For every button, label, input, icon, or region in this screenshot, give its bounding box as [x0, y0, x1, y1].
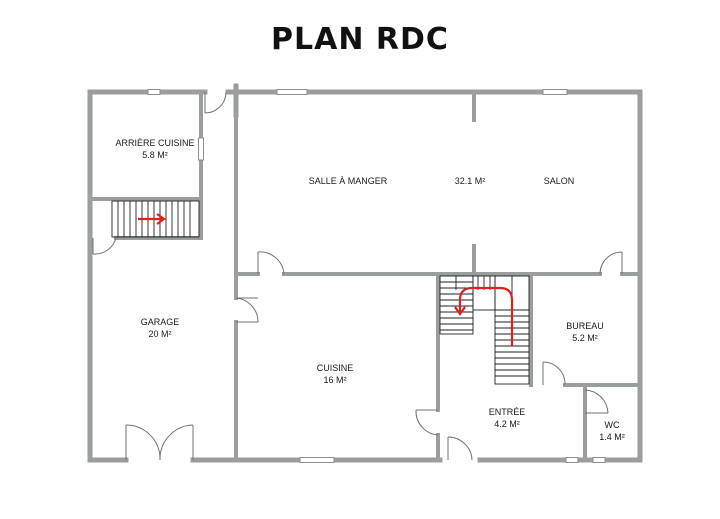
room-name-bureau: BUREAU — [566, 321, 604, 331]
window — [542, 89, 568, 95]
room-name-salle-a-manger: SALLE À MANGER — [309, 176, 388, 186]
room-area-bureau: 5.2 M² — [572, 333, 598, 343]
room-area-sejour: 32.1 M² — [455, 176, 486, 186]
stairs-arriere-cuisine — [111, 200, 200, 238]
room-name-salon: SALON — [544, 176, 575, 186]
room-area-garage: 20 M² — [148, 329, 171, 339]
interior-walls — [88, 90, 642, 462]
room-name-garage: GARAGE — [141, 317, 180, 327]
room-area-arriere-cuisine: 5.8 M² — [142, 150, 168, 160]
room-name-arriere-cuisine: ARRIÈRE CUISINE — [115, 138, 194, 148]
plan-title: PLAN RDC — [271, 22, 449, 57]
doors — [92, 91, 623, 461]
room-name-entree: ENTRÉE — [489, 407, 526, 417]
window — [147, 89, 161, 95]
room-area-wc: 1.4 M² — [599, 432, 625, 442]
window — [276, 89, 308, 95]
stairs-central — [439, 275, 530, 385]
room-name-wc: WC — [605, 420, 620, 430]
stair-direction-arrow — [458, 286, 514, 346]
window — [592, 457, 606, 463]
window — [565, 457, 579, 463]
room-area-cuisine: 16 M² — [323, 375, 346, 385]
room-name-cuisine: CUISINE — [317, 363, 354, 373]
windows — [147, 89, 606, 463]
window — [299, 457, 335, 463]
room-area-entree: 4.2 M² — [494, 419, 520, 429]
window — [198, 137, 204, 161]
room-labels: ARRIÈRE CUISINE 5.8 M² SALLE À MANGER 32… — [115, 138, 624, 442]
